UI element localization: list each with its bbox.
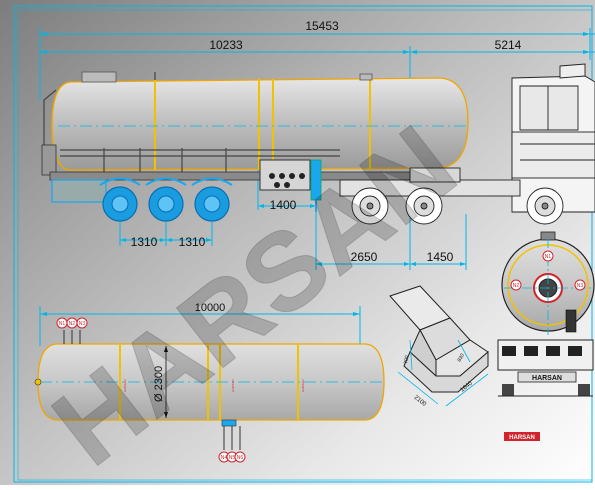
dim-cradle-c: 700 [403, 355, 410, 364]
trailer-wheels [99, 177, 233, 222]
dim-truck-front: 5214 [495, 38, 522, 52]
dim-trailer-length: 10233 [209, 38, 243, 52]
rear-view-tanker: N1 N2 N3 HARSAN [497, 231, 595, 397]
dim-axle-spacing-1: 1310 [131, 235, 158, 249]
callout-n2: N2 [69, 321, 76, 327]
tank-marking-3: HARSAN [301, 379, 305, 392]
callout-n5: N5 [229, 455, 236, 461]
rear-callouts: N1 N2 N3 [510, 250, 586, 291]
tool-box [51, 179, 107, 203]
side-piping [60, 148, 340, 172]
side-view-tanker [41, 71, 469, 222]
rear-plate-brand: HARSAN [532, 375, 562, 382]
cradle-dimension-lines [397, 339, 489, 407]
dim-tank-diameter: Ø 2300 [153, 366, 165, 402]
dimension-arrowheads [40, 32, 590, 266]
dim-cradle-d: 830 [457, 353, 466, 363]
top-hatch-front [359, 73, 373, 81]
cradle-isometric: 2100 1640 700 830 [389, 285, 489, 408]
brand-logo-text: HARSAN [509, 435, 535, 441]
callout-n6: N6 [237, 455, 244, 461]
callout-n4: N4 [221, 455, 228, 461]
plan-view-tank: 10000 Ø 2300 HARSAN HARSAN HARSAN N1 N2 [34, 302, 385, 463]
dim-front-overhang: 1450 [427, 250, 454, 264]
truck-wheels [351, 187, 564, 225]
top-outlet-callouts: N1 N2 N3 [56, 317, 88, 344]
sheet-inner-border [17, 9, 593, 481]
tank-rings [154, 78, 371, 170]
tractor-unit-side [339, 63, 595, 225]
brand-logo: HARSAN [504, 432, 540, 441]
dim-axle-spacing-2: 1310 [179, 235, 206, 249]
rear-callout-n2: N2 [513, 283, 520, 289]
rear-callout-n1: N1 [545, 254, 552, 260]
callout-n3: N3 [79, 321, 86, 327]
dim-tank-length-plan: 10000 [195, 302, 226, 314]
tank-marking-1: HARSAN [123, 379, 127, 392]
dim-overall-length: 15453 [305, 19, 339, 33]
top-hatch-rear [81, 71, 117, 83]
bottom-outlet-callouts: N4 N5 N6 [218, 419, 246, 463]
callout-n1: N1 [59, 321, 66, 327]
rear-callout-n3: N3 [577, 283, 584, 289]
tank-marking-2: HARSAN [231, 379, 235, 392]
dim-kingpin-offset: 2650 [351, 250, 378, 264]
dim-sump-width: 1400 [270, 198, 297, 212]
